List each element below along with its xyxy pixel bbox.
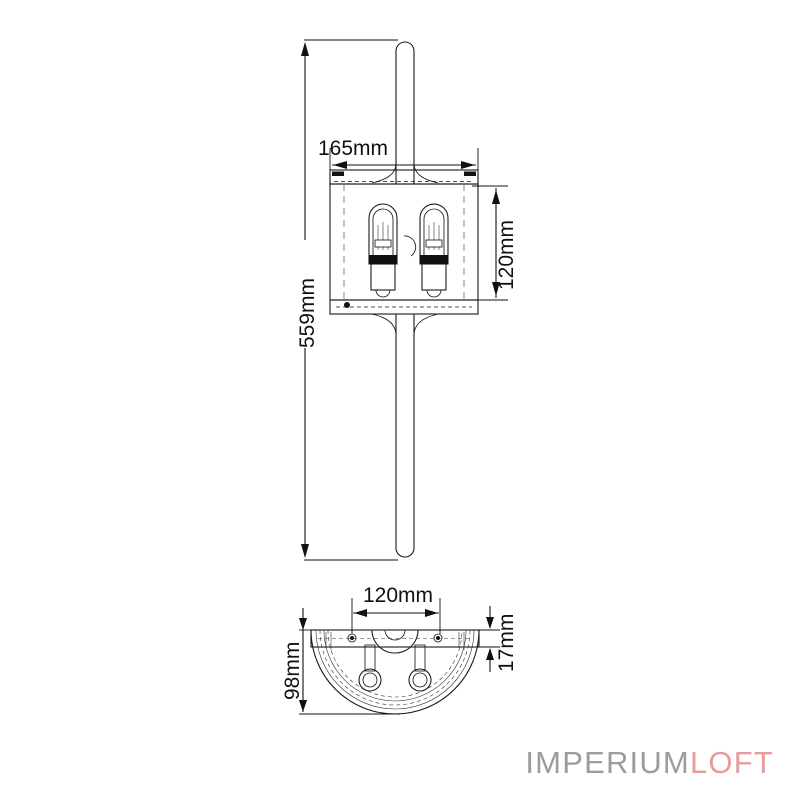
- plan-socket-right-ring-outer: [408, 668, 432, 692]
- lamp-right-socket-tip: [426, 289, 442, 298]
- plan-center-boss: [371, 629, 419, 654]
- lamp-right-base-band: [420, 255, 448, 264]
- dome-arc-5: [327, 629, 463, 698]
- top-plate-corner-left: [332, 171, 344, 176]
- dim-98-arrow-bottom: [299, 700, 307, 712]
- bottom-mounting-plate: [329, 299, 479, 315]
- dim-165-arrow-left: [333, 161, 347, 169]
- lamp-left-filament-bridge: [374, 239, 392, 248]
- lamp-right-glass-envelope: [419, 203, 449, 265]
- dim-165-arrow-right: [461, 161, 475, 169]
- lamp-right-filament-bridge: [425, 239, 443, 248]
- lamp-left-base-band: [369, 255, 397, 264]
- bottom-plan-view: 120mm 98mm 17mm: [281, 584, 518, 715]
- lamp-left-socket-tip: [375, 289, 391, 298]
- lower-stem-flare-left: [371, 313, 397, 336]
- watermark-accent-text: LOFT: [689, 745, 774, 780]
- dim-120w-arrow-right: [425, 609, 438, 617]
- lamp-capsule-left: [368, 203, 398, 298]
- plan-socket-right-ring-inner: [412, 672, 428, 688]
- dim-120h-arrow-top: [492, 190, 500, 204]
- plan-socket-right-stalk: [414, 644, 426, 672]
- top-plate-corner-right: [464, 171, 476, 176]
- lamp-left-glass-inner: [372, 208, 394, 262]
- dimension-plate-thickness: 17mm: [476, 606, 518, 672]
- upper-stem-flare-left: [371, 162, 397, 184]
- lamp-capsule-right: [419, 203, 449, 298]
- dimension-body-height: 120mm: [472, 185, 518, 301]
- plan-screw-right: [433, 633, 443, 643]
- dim-120h-arrow-bottom: [492, 282, 500, 296]
- lamp-left-socket-body: [370, 263, 396, 291]
- dim-559-arrow-top: [301, 42, 309, 56]
- plan-socket-left-stalk: [364, 644, 376, 672]
- lower-stem: [395, 314, 415, 558]
- lamp-left-glass-envelope: [368, 203, 398, 265]
- dimension-projection-depth: 98mm: [281, 608, 400, 715]
- dome-arc-4: [323, 629, 467, 702]
- dim-120w-arrow-left: [354, 609, 367, 617]
- plan-socket-left-ring-inner: [362, 672, 378, 688]
- dim-98-label: 98mm: [281, 642, 304, 700]
- plan-mounting-bar: [310, 629, 480, 648]
- plan-socket-left: [358, 644, 382, 692]
- upper-stem-flare-right: [413, 162, 439, 184]
- dome-arc-3: [319, 629, 471, 706]
- watermark-primary-text: IMPERIUM: [525, 745, 690, 780]
- plan-socket-left-ring-outer: [358, 668, 382, 692]
- dim-98-arrow-top: [299, 618, 307, 630]
- upper-stem: [395, 41, 415, 184]
- plan-socket-right: [408, 644, 432, 692]
- shade-body-outline: [329, 183, 479, 301]
- dim-120w-label: 120mm: [363, 584, 433, 607]
- front-elevation-view: 559mm 165mm 120mm: [296, 39, 518, 561]
- plan-center-boss-top: [384, 629, 406, 641]
- dimension-overall-height: 559mm: [296, 39, 398, 561]
- plan-screw-left: [347, 633, 357, 643]
- dome-arc-2: [315, 629, 475, 710]
- dim-559-label: 559mm: [296, 278, 319, 348]
- lower-stem-flare-right: [413, 313, 439, 336]
- dim-17-arrow-top: [486, 617, 494, 629]
- dome-outer-arc: [310, 629, 480, 715]
- dimension-plate-width: 120mm: [351, 584, 441, 634]
- lamp-right-socket-body: [421, 263, 447, 291]
- center-detail-arc: [403, 235, 417, 257]
- bottom-plate-node: [344, 302, 350, 308]
- dimension-body-width: 165mm: [318, 137, 479, 186]
- dim-17-label: 17mm: [495, 614, 518, 672]
- brand-watermark: IMPERIUMLOFT: [525, 747, 774, 778]
- lamp-right-glass-inner: [423, 208, 445, 262]
- dim-120h-label: 120mm: [495, 220, 518, 290]
- dim-165-label: 165mm: [318, 137, 388, 160]
- dim-17-arrow-bottom: [486, 648, 494, 660]
- dim-559-arrow-bottom: [301, 544, 309, 558]
